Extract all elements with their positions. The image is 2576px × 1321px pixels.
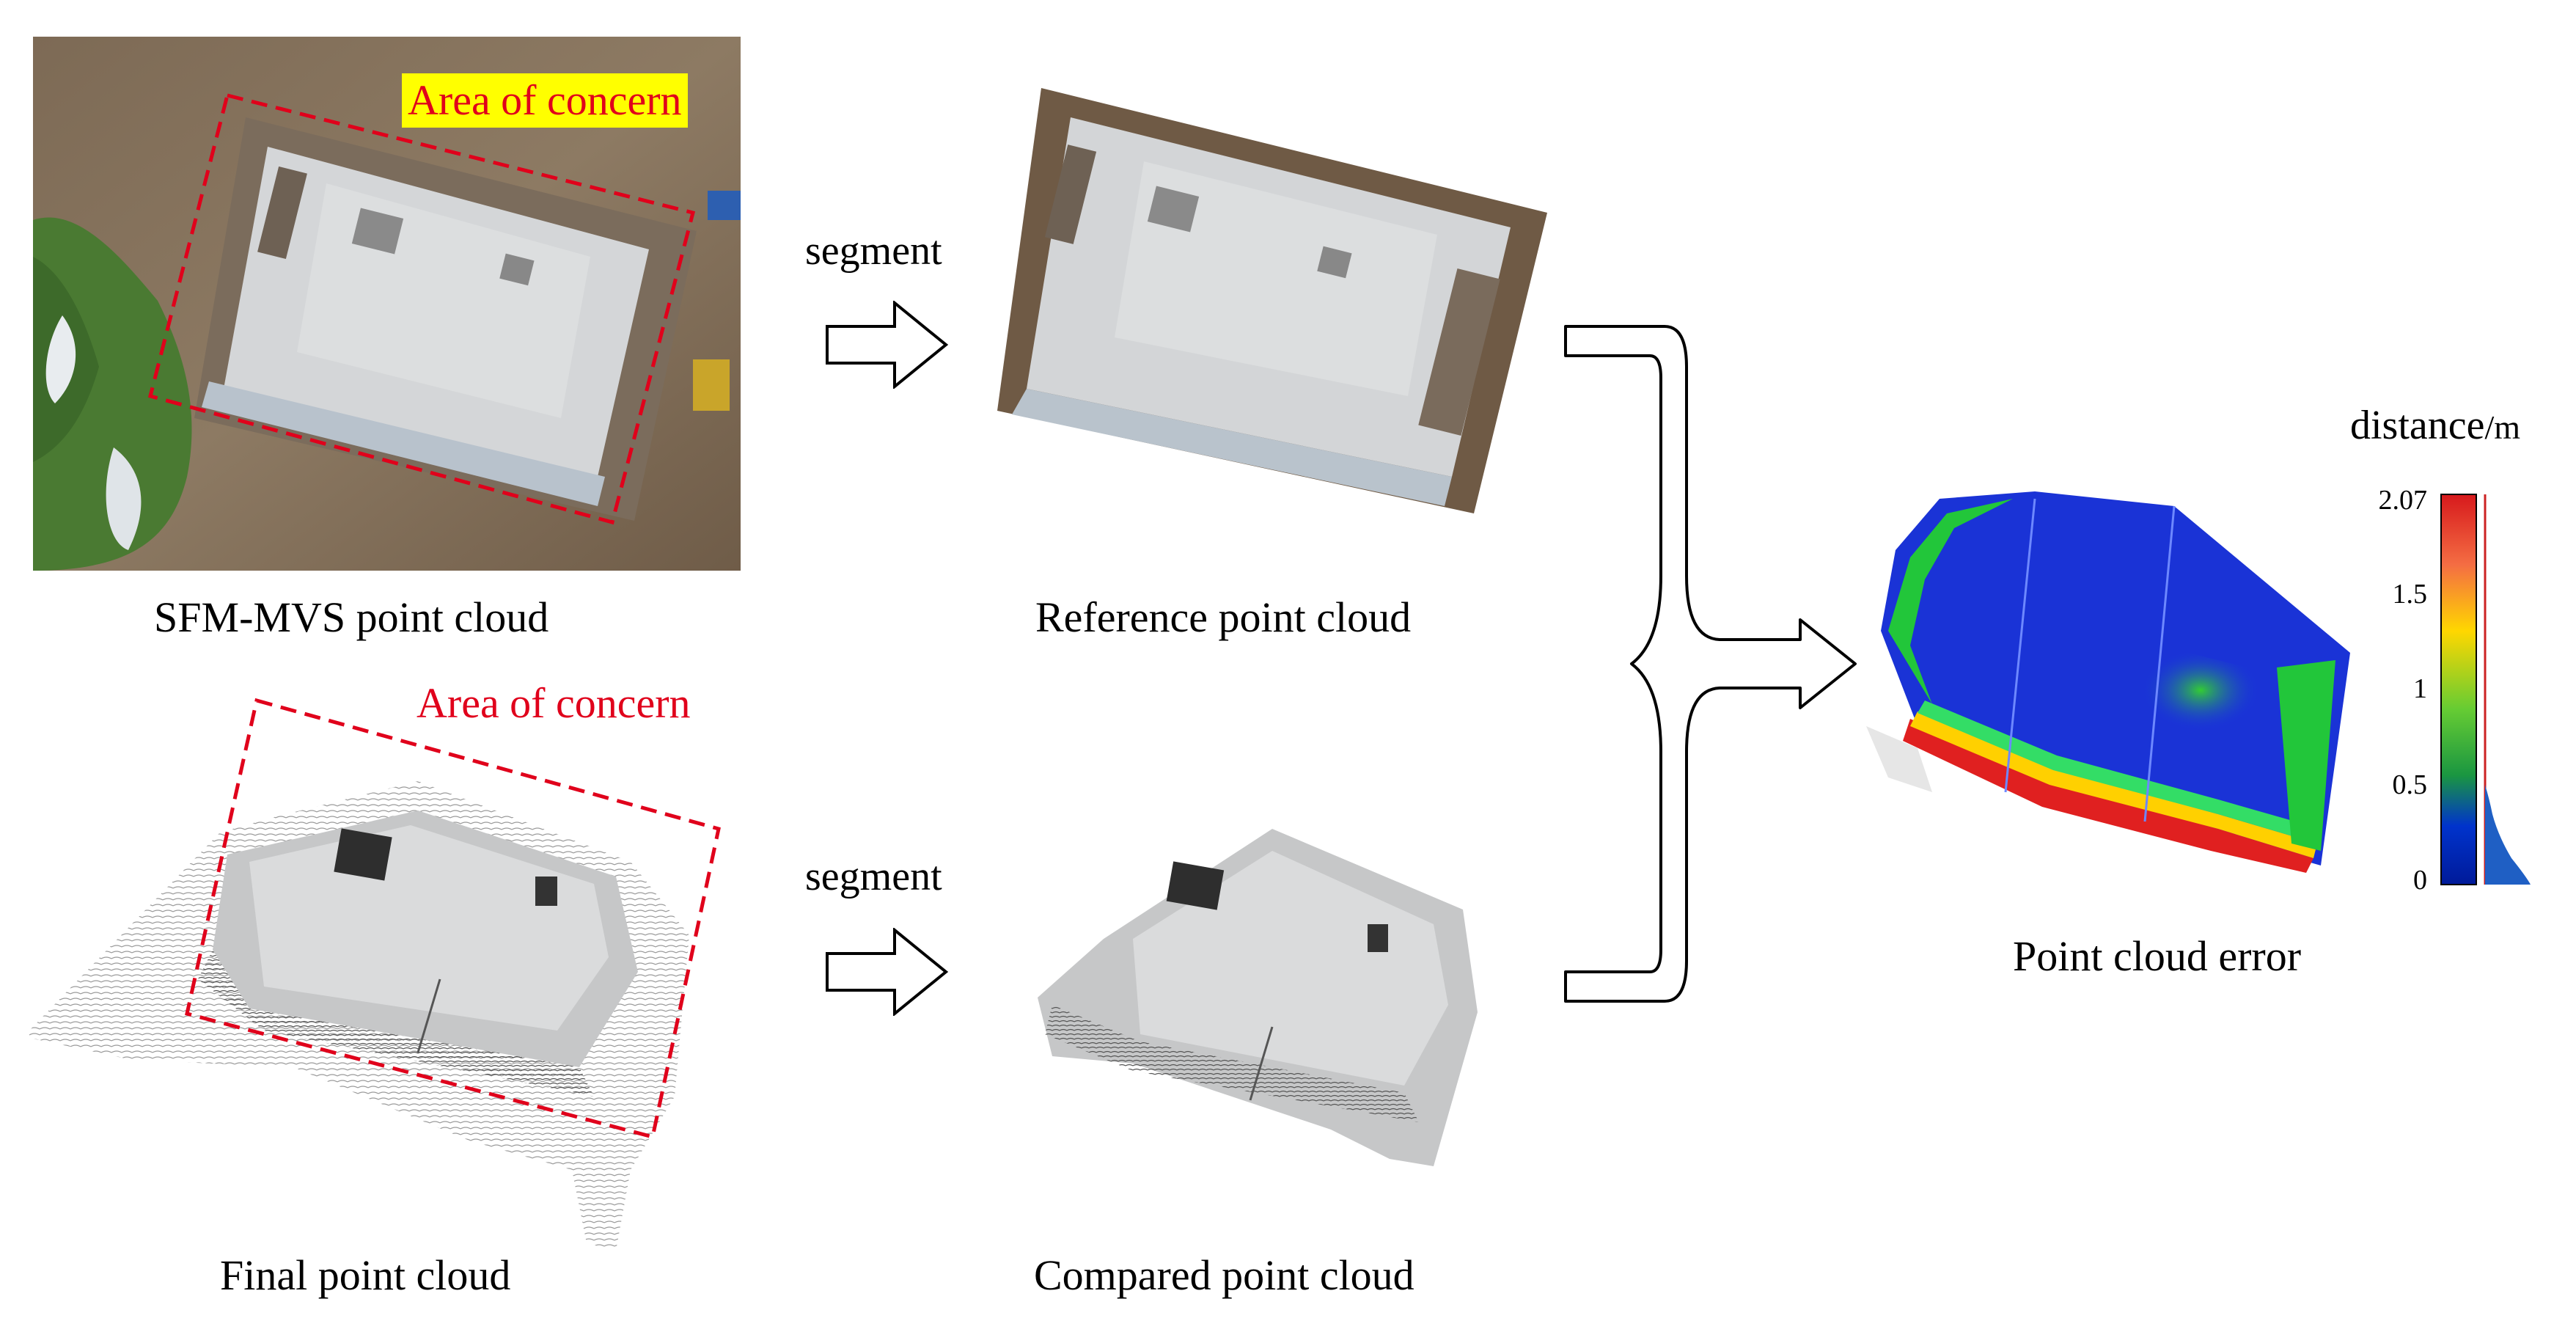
area-of-concern-frame bbox=[147, 92, 696, 525]
colorbar-unit: /m bbox=[2484, 409, 2521, 446]
compared-point-cloud-image bbox=[1023, 821, 1551, 1174]
colorbar-tick-0: 0 bbox=[2413, 865, 2427, 896]
merge-arrow bbox=[1564, 325, 1857, 1003]
area-of-concern-label-top: Area of concern bbox=[402, 73, 688, 128]
colorbar-tick-1-5: 1.5 bbox=[2392, 579, 2428, 610]
colorbar-title-text: distance bbox=[2350, 403, 2485, 448]
colorbar-tick-max: 2.07 bbox=[2378, 485, 2428, 516]
colorbar-tick-1: 1 bbox=[2413, 673, 2427, 704]
segment-label-top: segment bbox=[805, 228, 942, 274]
histogram bbox=[2484, 494, 2531, 885]
colorbar-tick-0-5: 0.5 bbox=[2392, 769, 2428, 800]
caption-final: Final point cloud bbox=[220, 1251, 511, 1299]
area-of-concern-label-bottom: Area of concern bbox=[417, 679, 691, 727]
final-point-cloud-image bbox=[29, 686, 763, 1265]
area-of-concern-frame bbox=[185, 698, 721, 1140]
colorbar bbox=[2440, 494, 2477, 885]
segment-arrow-top bbox=[826, 301, 949, 389]
point-cloud-error-image bbox=[1866, 484, 2350, 895]
colorbar-title: distance/m bbox=[2350, 402, 2520, 449]
reference-point-cloud-image bbox=[997, 81, 1555, 521]
segment-arrow-bottom bbox=[826, 928, 949, 1016]
segment-label-bottom: segment bbox=[805, 854, 942, 899]
caption-sfm: SFM-MVS point cloud bbox=[154, 593, 549, 641]
caption-reference: Reference point cloud bbox=[1035, 593, 1412, 641]
caption-compared: Compared point cloud bbox=[1034, 1251, 1414, 1299]
caption-error: Point cloud error bbox=[2013, 932, 2302, 980]
